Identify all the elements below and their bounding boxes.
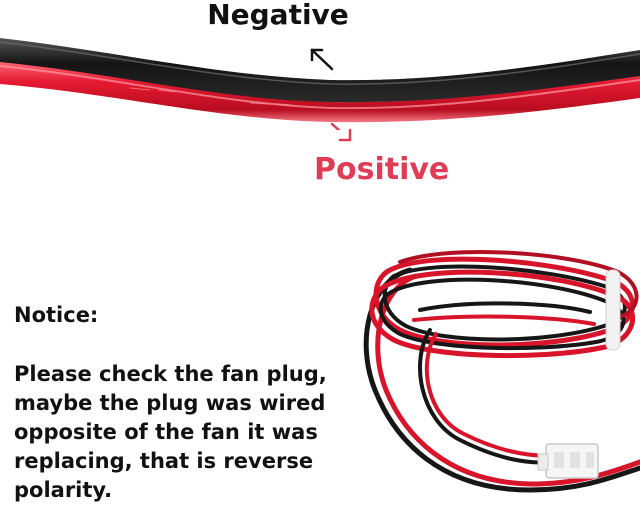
arrow-up-left-icon	[310, 48, 334, 71]
positive-label: Positive	[314, 152, 450, 187]
arrow-down-right-icon-head	[338, 128, 352, 142]
coiled-cable-photo	[363, 249, 640, 493]
notice-body: Please check the fan plug, maybe the plu…	[14, 362, 327, 502]
arrow-down-right-icon	[330, 122, 341, 130]
black-wire	[0, 38, 640, 103]
red-wire	[0, 60, 640, 123]
connector-plug	[537, 443, 599, 479]
notice-title: Notice:	[14, 303, 99, 327]
negative-label: Negative	[207, 0, 349, 31]
twin-wire-photo	[0, 38, 640, 130]
